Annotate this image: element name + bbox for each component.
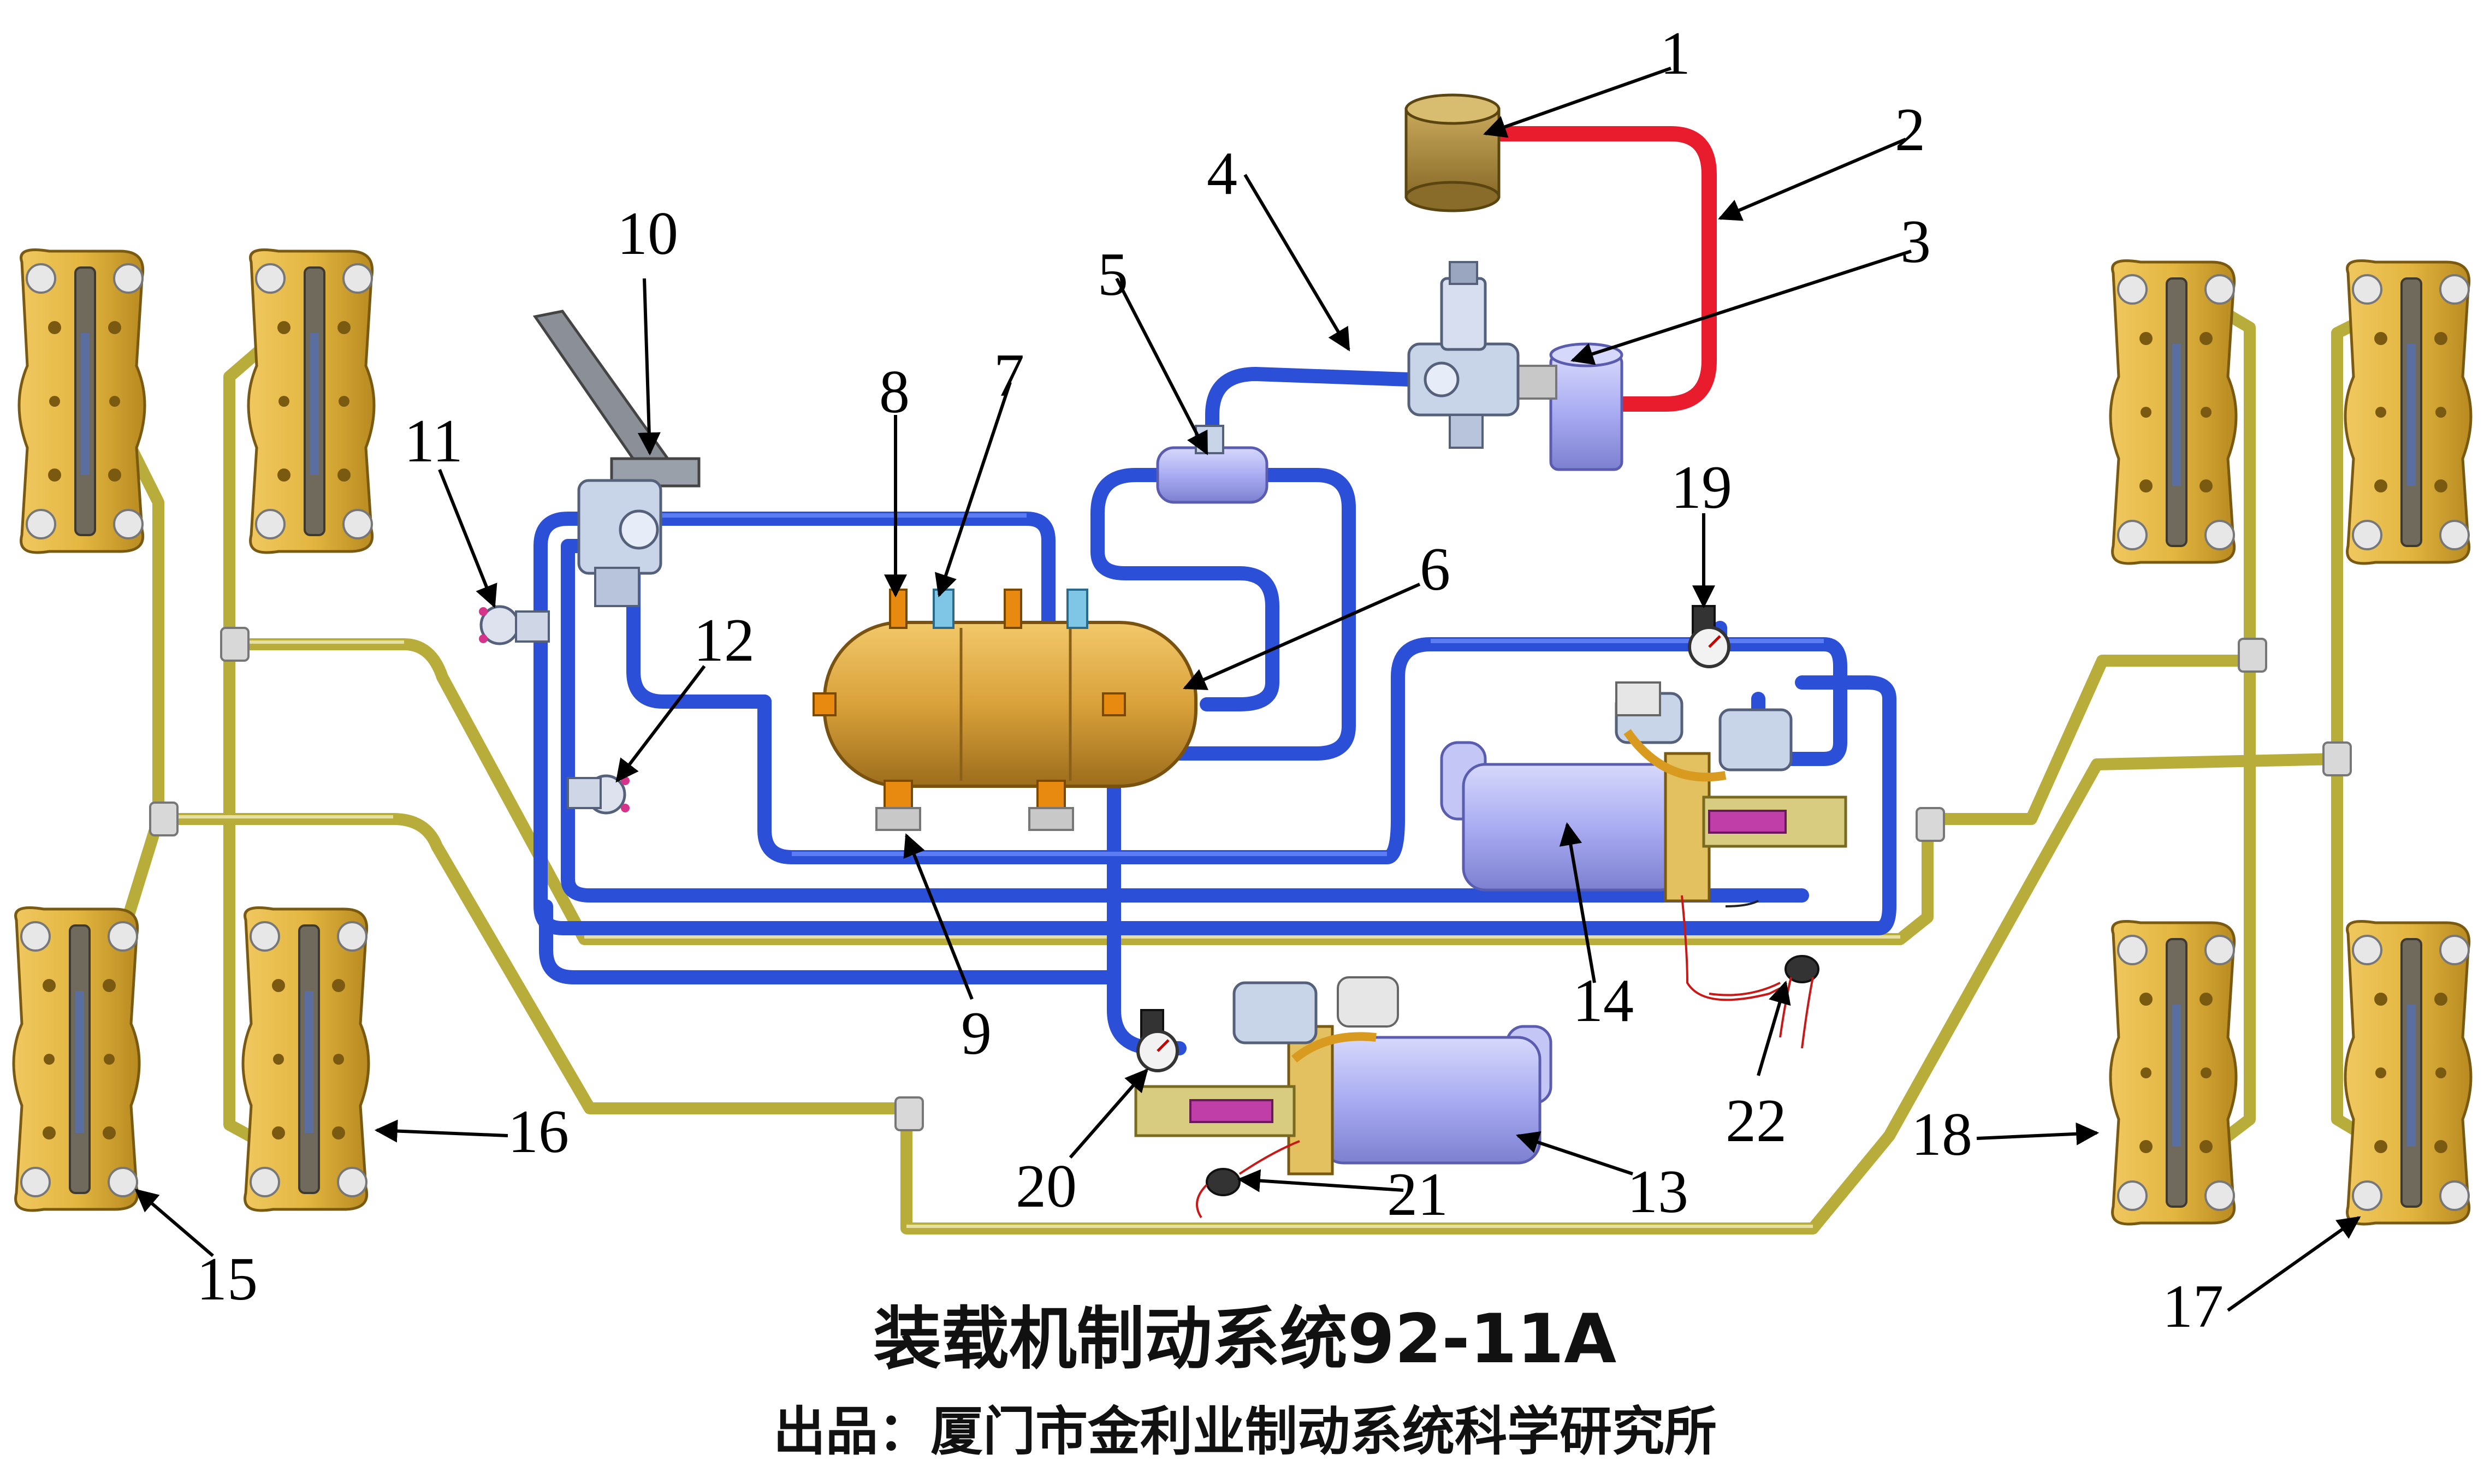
callout-19: 19: [1671, 454, 1732, 521]
callout-16: 16: [508, 1098, 569, 1166]
callout-21: 21: [1387, 1161, 1448, 1228]
air-tank-6: [813, 589, 1197, 831]
callout-3: 3: [1900, 208, 1931, 276]
gauge-20: [1136, 1009, 1179, 1072]
callout-10: 10: [617, 200, 678, 268]
callout-14: 14: [1573, 967, 1634, 1035]
callout-1: 1: [1660, 20, 1691, 87]
valve-12: [567, 774, 630, 815]
valve-11: [479, 605, 550, 645]
caliper-15-upper: [19, 250, 145, 553]
callout-labels: 1 2 3 4 5 6 7 8 9 10 11 12 13 14 15 16 1…: [197, 20, 2224, 1340]
filter-3: [1517, 342, 1623, 471]
diagram-credit: 出品：厦门市金利业制动系统科学研究所: [773, 1401, 1717, 1462]
leader-arrows: [134, 67, 2361, 1312]
caliper-17-upper: [2345, 261, 2471, 564]
brake-pedal-valve-10: [532, 310, 701, 607]
callout-20: 20: [1016, 1153, 1077, 1220]
callout-6: 6: [1420, 536, 1450, 603]
callout-15: 15: [197, 1245, 258, 1313]
hydraulic-line-highlights: [164, 640, 1900, 1228]
caliper-16-upper: [248, 250, 374, 553]
caliper-15: [14, 908, 139, 1211]
callout-8: 8: [879, 358, 910, 426]
air-line-highlights: [636, 513, 1824, 856]
diagram-title: 装载机制动系统92-11A: [874, 1300, 1617, 1379]
caliper-17: [2345, 922, 2471, 1225]
air-booster-14: [1440, 681, 1847, 903]
callout-5: 5: [1098, 241, 1128, 308]
callout-7: 7: [994, 342, 1024, 409]
reservoir-1: [1404, 93, 1501, 212]
callout-11: 11: [404, 407, 463, 475]
gauge-19: [1688, 605, 1730, 668]
unloader-valve: [1407, 261, 1520, 449]
caliper-18-upper: [2110, 261, 2236, 564]
tee-fittings: [149, 627, 2352, 1131]
callout-13: 13: [1627, 1158, 1688, 1226]
inline-filter-5: [1156, 425, 1268, 504]
callout-22: 22: [1726, 1087, 1787, 1155]
sensor-22: [1709, 955, 1819, 1049]
air-booster-13: [1134, 976, 1552, 1176]
callout-2: 2: [1895, 96, 1925, 164]
callout-4: 4: [1207, 140, 1237, 207]
callout-17: 17: [2162, 1273, 2224, 1340]
callout-18: 18: [1911, 1101, 1972, 1168]
wire-14: [1681, 895, 1781, 1001]
callout-12: 12: [693, 607, 755, 674]
caliper-18: [2110, 922, 2236, 1225]
red-line-2: [1485, 126, 1717, 412]
caliper-16: [243, 908, 369, 1211]
callout-9: 9: [961, 1000, 992, 1067]
